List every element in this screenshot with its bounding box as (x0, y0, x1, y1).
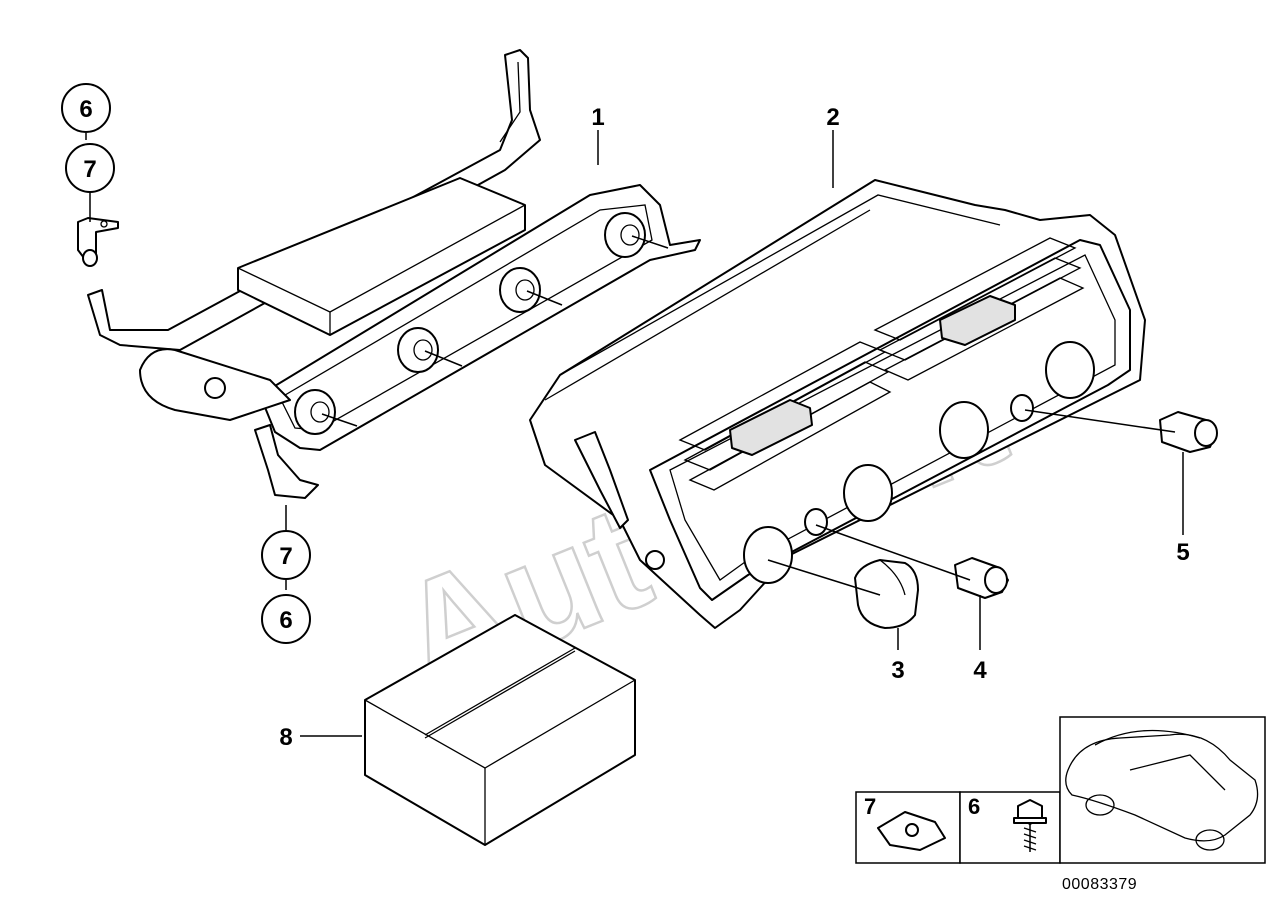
car-outline-icon (1065, 729, 1259, 851)
part-8-box[interactable] (364, 614, 636, 846)
clip-and-screw-top-left[interactable] (77, 217, 119, 267)
callout-6-top: 6 (79, 96, 92, 123)
callout-1: 1 (591, 104, 604, 131)
callout-5: 5 (1176, 539, 1189, 566)
callout-2: 2 (826, 104, 839, 131)
callout-7-top-ring (65, 143, 115, 193)
callout-6-top-ring (61, 83, 111, 133)
part-2-dial-hole-3 (939, 401, 989, 459)
callout-labels: 1 2 3 4 5 8 6 7 7 6 (61, 83, 1190, 751)
part-2-vent-housing[interactable] (529, 179, 1146, 629)
callout-7-bottom-ring (261, 530, 311, 580)
part-1-motor-3 (397, 327, 463, 373)
part-1-motor-4 (294, 389, 358, 435)
callout-3: 3 (891, 657, 904, 684)
leader-lines (85, 130, 1184, 737)
callout-4: 4 (973, 657, 987, 684)
part-1-motor-1 (604, 212, 669, 258)
legend-item-7-label: 7 (864, 794, 876, 819)
part-1-motor-2 (499, 267, 563, 313)
part-2-switch-socket-right (1010, 394, 1034, 422)
part-2-vent-right (873, 237, 1085, 381)
legend-item-6-label: 6 (968, 794, 980, 819)
part-5-switch[interactable] (1159, 411, 1218, 453)
part-2-dial-hole-2 (843, 464, 893, 522)
part-2-switch-socket-left (804, 508, 828, 536)
clip-nut-icon (877, 811, 946, 851)
part-3-knob[interactable] (854, 559, 919, 629)
callout-6-bottom: 6 (279, 607, 292, 634)
vehicle-thumbnail (1059, 716, 1266, 864)
part-4-switch[interactable] (954, 557, 1009, 599)
callout-7-bottom: 7 (279, 543, 292, 570)
screw-icon (1013, 799, 1047, 852)
part-1-carrier-bracket[interactable] (87, 49, 701, 499)
part-2-dial-hole-1 (743, 526, 793, 584)
callout-7-top: 7 (83, 156, 96, 183)
callout-8: 8 (279, 724, 292, 751)
part-2-dial-hole-4 (1045, 341, 1095, 399)
callout-6-bottom-ring (261, 594, 311, 644)
document-id: 00083379 (1062, 876, 1137, 893)
legend-small-parts: 7 6 (855, 791, 1061, 864)
